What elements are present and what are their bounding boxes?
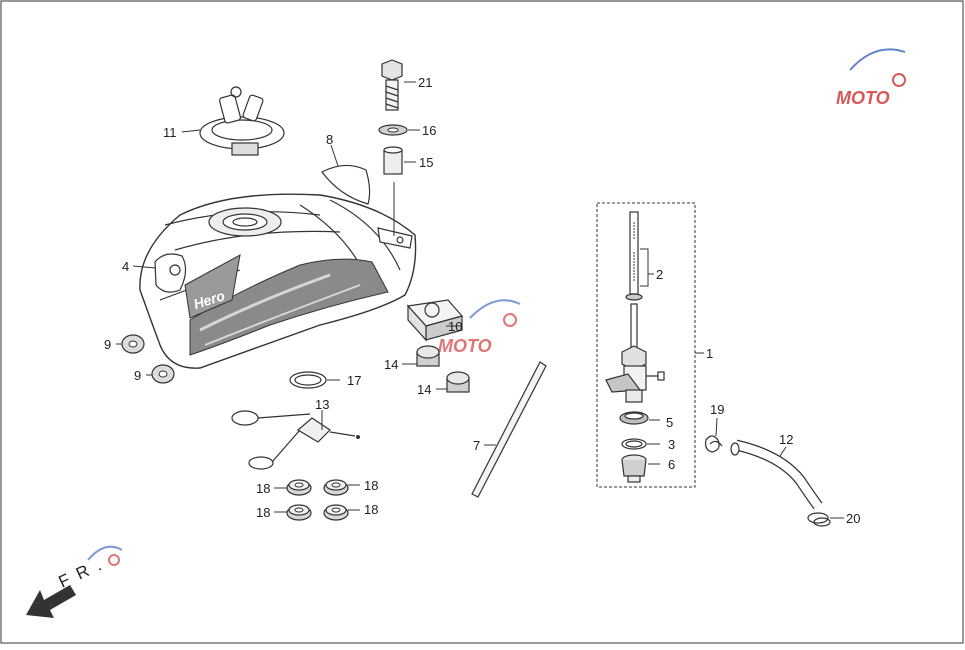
part-19-hose-clip — [705, 417, 723, 453]
label-18d: 18 — [364, 502, 378, 517]
part-4-emblem — [132, 253, 187, 293]
part-14-mount-b — [436, 371, 470, 393]
label-1: 1 — [706, 346, 713, 361]
label-15: 15 — [419, 155, 433, 170]
label-9b: 9 — [134, 368, 141, 383]
part-6-sediment-bowl — [621, 454, 660, 483]
label-21: 21 — [418, 75, 432, 90]
part-18-nut-c — [274, 504, 312, 521]
watermark-center: MOTO — [438, 299, 521, 356]
label-10: 10 — [448, 319, 462, 334]
front-label: F R . — [56, 555, 106, 592]
part-3-o-ring — [621, 438, 660, 450]
label-2: 2 — [656, 267, 663, 282]
part-18-nut-d — [323, 504, 360, 521]
fuel-cock-body — [605, 345, 665, 403]
part-17-gasket — [289, 371, 340, 389]
label-13: 13 — [315, 397, 329, 412]
watermark-text: MOTO — [836, 88, 890, 108]
label-18c: 18 — [256, 505, 270, 520]
label-14a: 14 — [384, 357, 398, 372]
part-13-level-sensor — [231, 410, 360, 470]
part-20-hose-clip — [807, 512, 844, 527]
watermark-text: MOTO — [438, 336, 492, 356]
label-6: 6 — [668, 457, 675, 472]
part-2-strainer — [625, 211, 654, 349]
part-5-filter-cup — [619, 411, 660, 425]
part-10-sender — [406, 299, 464, 342]
part-11-fuel-cap — [181, 86, 285, 156]
label-7: 7 — [473, 438, 480, 453]
watermark-bottom-left — [87, 545, 123, 566]
part-9-grommet-a — [116, 334, 145, 354]
part-21-bolt — [381, 59, 416, 111]
label-14b: 14 — [417, 382, 431, 397]
label-20: 20 — [846, 511, 860, 526]
label-16: 16 — [422, 123, 436, 138]
part-16-washer — [378, 124, 420, 136]
callout-labels: 1 2 3 4 5 6 7 8 9 9 10 11 12 13 14 14 15… — [104, 75, 860, 526]
part-12-hose — [730, 439, 823, 510]
label-19: 19 — [710, 402, 724, 417]
label-18b: 18 — [364, 478, 378, 493]
part-15-collar — [383, 146, 416, 175]
part-9-grommet-b — [146, 364, 175, 384]
part-18-nut-b — [323, 479, 360, 496]
label-18a: 18 — [256, 481, 270, 496]
label-17: 17 — [347, 373, 361, 388]
label-3: 3 — [668, 437, 675, 452]
label-12: 12 — [779, 432, 793, 447]
part-1-fuel-cock-assembly — [596, 202, 704, 488]
part-14-mount-a — [402, 345, 440, 367]
fuel-tank: Hero — [139, 182, 417, 369]
front-direction-arrow: F R . — [26, 555, 106, 618]
label-9a: 9 — [104, 337, 111, 352]
part-8-pad — [321, 144, 371, 205]
part-7-strip — [471, 361, 547, 498]
label-11: 11 — [163, 125, 177, 140]
label-8: 8 — [326, 132, 333, 147]
label-4: 4 — [122, 259, 129, 274]
label-5: 5 — [666, 415, 673, 430]
part-18-nut-a — [274, 479, 312, 496]
watermark-top-right: MOTO — [836, 48, 906, 108]
